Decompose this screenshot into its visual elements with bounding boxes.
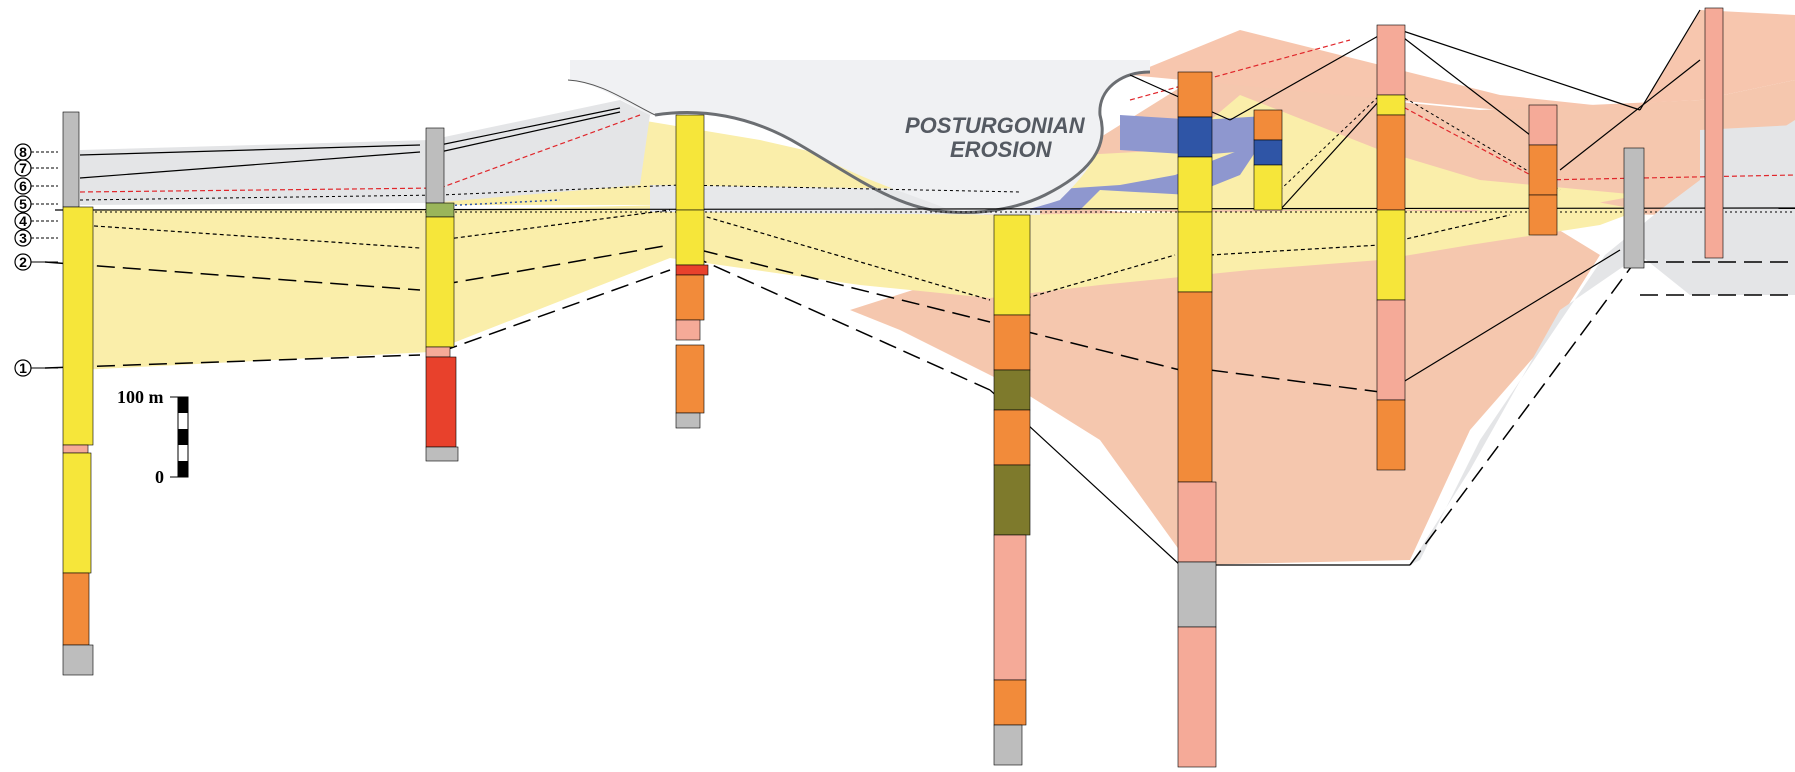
column-10 xyxy=(1705,8,1723,258)
marker-number: 5 xyxy=(19,196,27,212)
column-6 xyxy=(1254,110,1282,210)
marker-number: 3 xyxy=(19,230,27,246)
marker-number: 6 xyxy=(19,178,27,194)
marker-6: 6 xyxy=(15,178,58,194)
scale-top-label: 100 m xyxy=(117,387,164,407)
marker-number: 2 xyxy=(19,254,27,270)
marker-1: 1 xyxy=(15,360,58,376)
marker-3: 3 xyxy=(15,230,58,246)
column-9 xyxy=(1624,148,1644,268)
column-3 xyxy=(676,115,708,428)
scale-bar: 100 m 0 xyxy=(117,387,188,487)
marker-labels: 1 2 345 6 78 xyxy=(15,144,58,376)
marker-5: 5 xyxy=(15,196,58,212)
marker-number: 4 xyxy=(19,213,27,229)
marker-number: 7 xyxy=(19,160,27,176)
column-5 xyxy=(1178,72,1216,767)
scale-bottom-label: 0 xyxy=(155,467,164,487)
column-7 xyxy=(1377,25,1405,470)
erosion-label-line2: EROSION xyxy=(950,137,1053,162)
marker-4: 4 xyxy=(15,213,58,229)
column-4 xyxy=(994,215,1030,765)
erosion-label-line1: POSTURGONIAN xyxy=(905,113,1086,138)
marker-8: 8 xyxy=(15,144,58,160)
marker-number: 1 xyxy=(19,360,27,376)
column-8 xyxy=(1529,105,1557,235)
marker-number: 8 xyxy=(19,144,27,160)
marker-7: 7 xyxy=(15,160,58,176)
marker-2: 2 xyxy=(15,254,58,270)
